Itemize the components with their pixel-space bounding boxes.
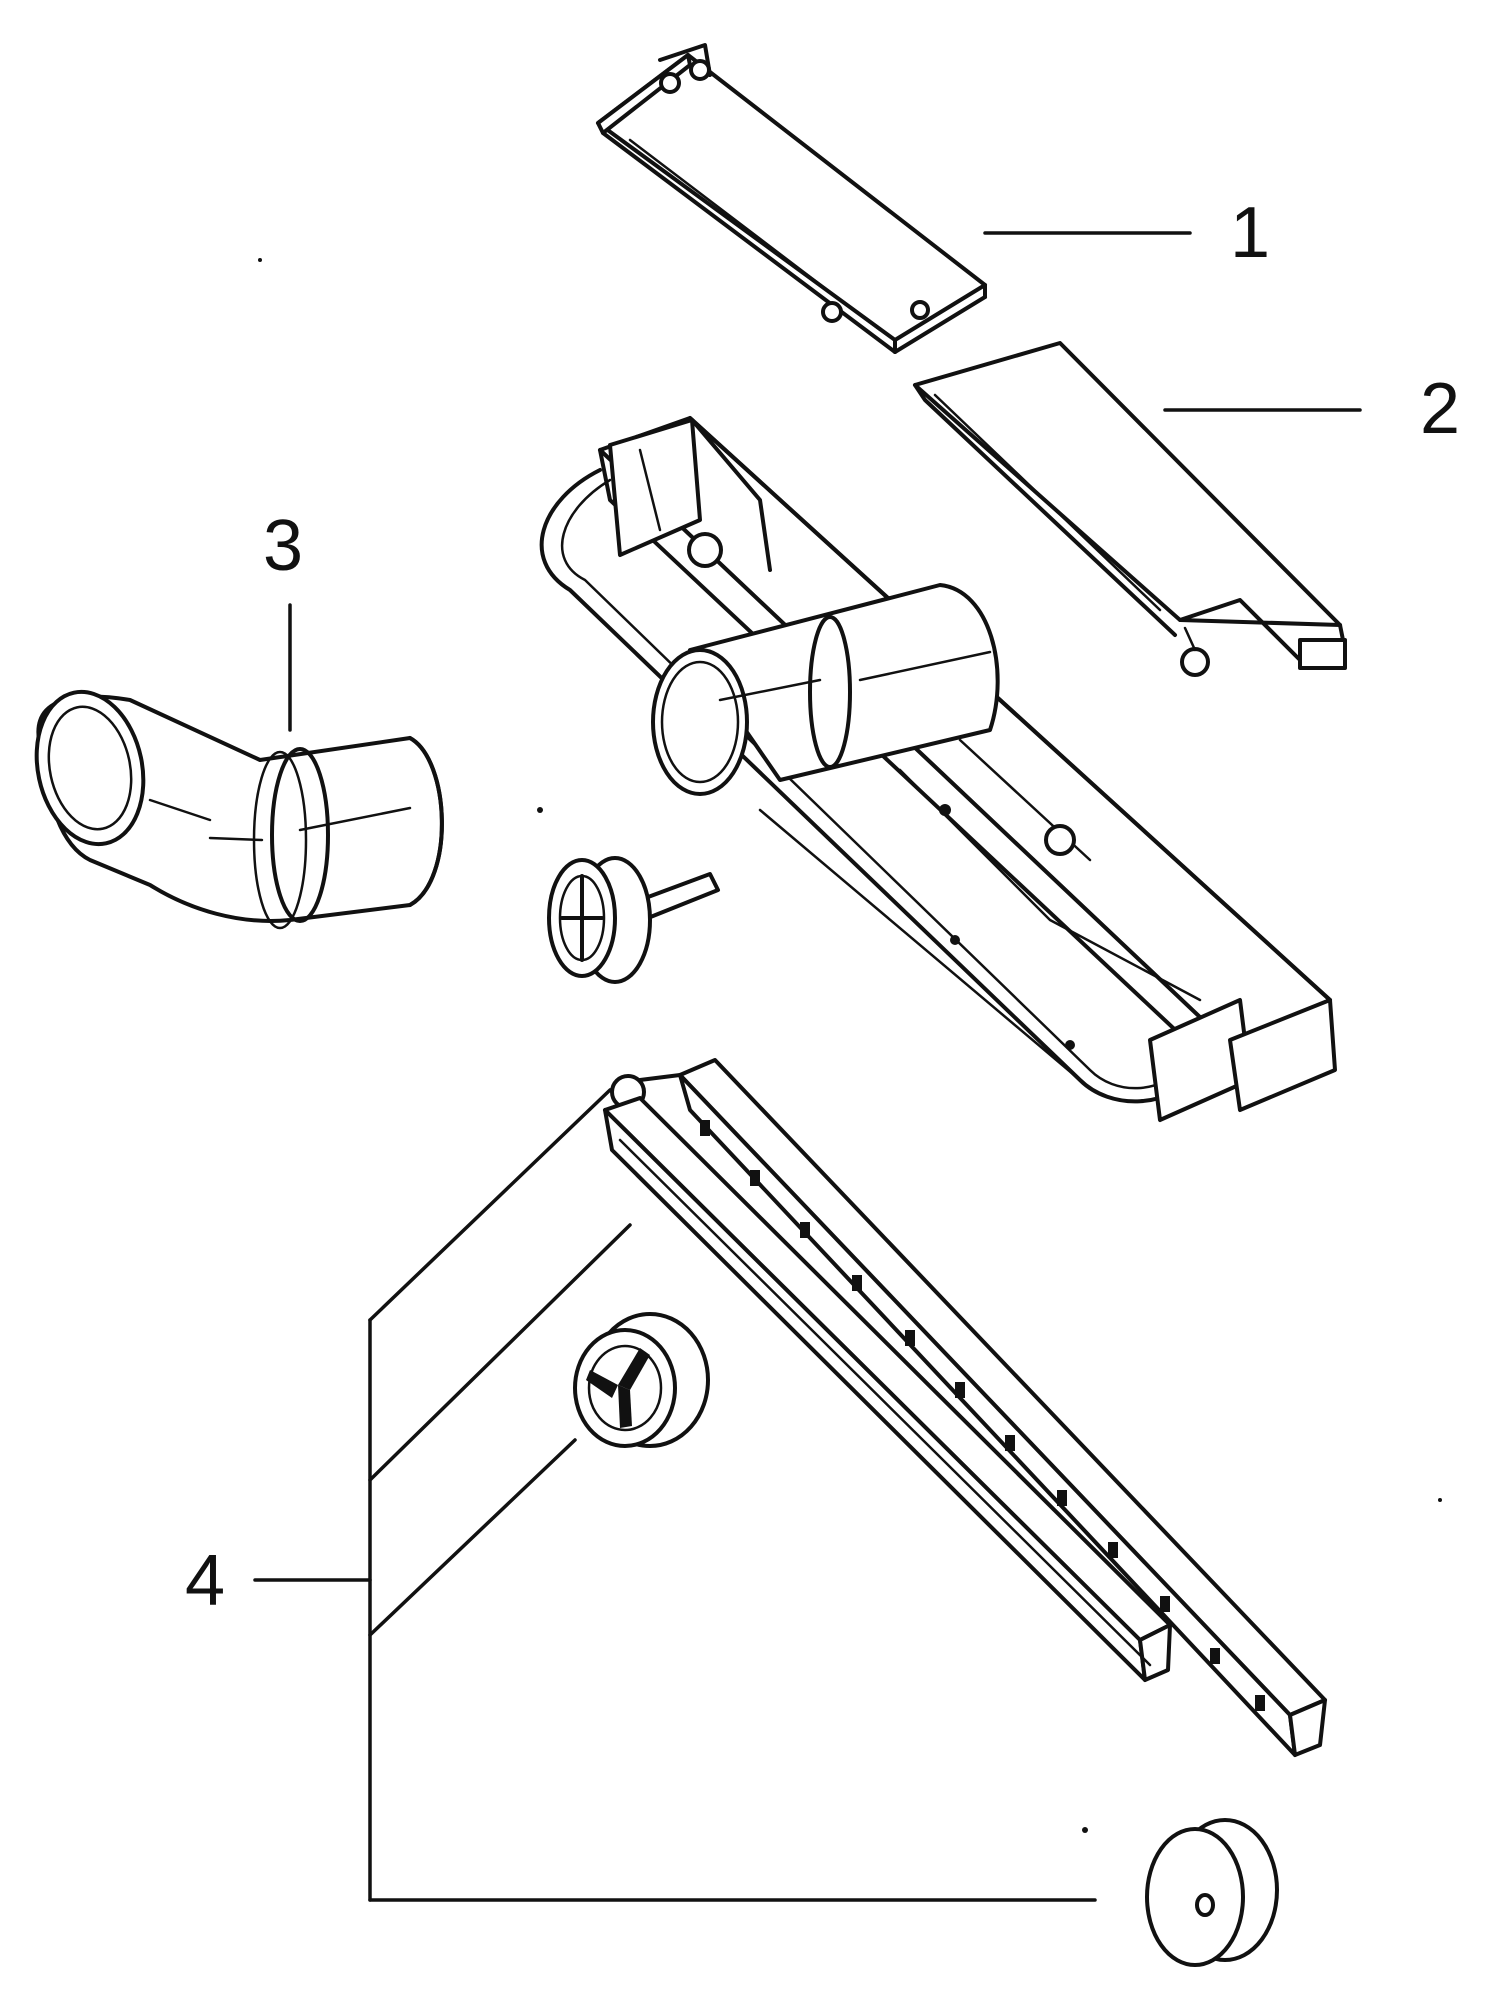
part-nozzle-housing — [539, 416, 1337, 1122]
part-elbow-connector — [34, 689, 444, 930]
callout-3: 3 — [263, 506, 303, 586]
callout-2: 2 — [1420, 369, 1460, 449]
callout-4: 4 — [185, 1541, 225, 1621]
part-brush-strips — [603, 1058, 1327, 1757]
part-lid — [596, 43, 987, 354]
part-filter-plate — [913, 341, 1347, 677]
part-wheel-set — [573, 1312, 1279, 1967]
leader-lines — [253, 231, 1362, 1902]
part-axle-wheel — [547, 856, 720, 984]
callout-1: 1 — [1230, 193, 1270, 273]
